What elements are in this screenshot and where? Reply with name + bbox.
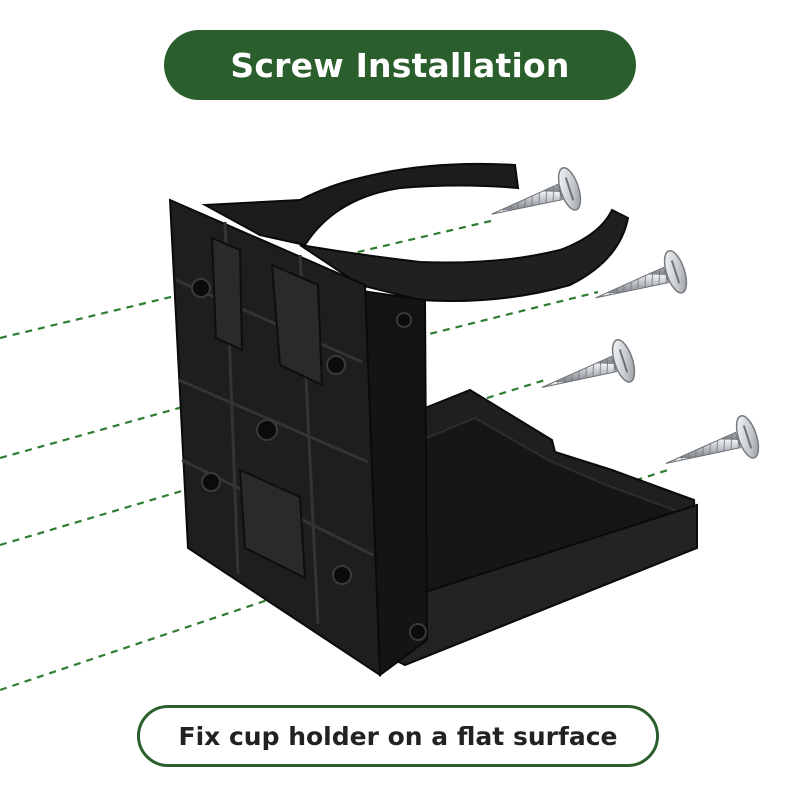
screw-4 (665, 415, 760, 464)
hole-5 (332, 565, 352, 585)
guide-line-1 (0, 288, 201, 340)
plate-slot-bottom (238, 468, 307, 580)
ring-arm-top (201, 162, 520, 247)
guide-line-3 (0, 480, 213, 547)
title-text: Screw Installation (230, 45, 570, 85)
ring-arm-bottom (299, 208, 630, 302)
hole-2 (326, 355, 346, 375)
plate-slot-right (270, 263, 324, 387)
screw-3 (541, 339, 636, 388)
cup-holder (168, 162, 699, 677)
title-banner: Screw Installation (164, 30, 636, 100)
screw-1 (491, 167, 582, 215)
hole-1 (191, 278, 211, 298)
guide-line-5 (344, 218, 496, 257)
screw-2 (595, 250, 688, 299)
caption-banner: Fix cup holder on a flat surface (137, 705, 659, 767)
screws (491, 167, 760, 464)
hole-4 (201, 472, 221, 492)
caption-text: Fix cup holder on a flat surface (178, 721, 618, 751)
plate-slot-left (210, 236, 244, 352)
hole-7 (409, 623, 427, 641)
hole-6 (396, 312, 412, 328)
hole-3 (256, 419, 278, 441)
mounting-holes (191, 278, 427, 641)
